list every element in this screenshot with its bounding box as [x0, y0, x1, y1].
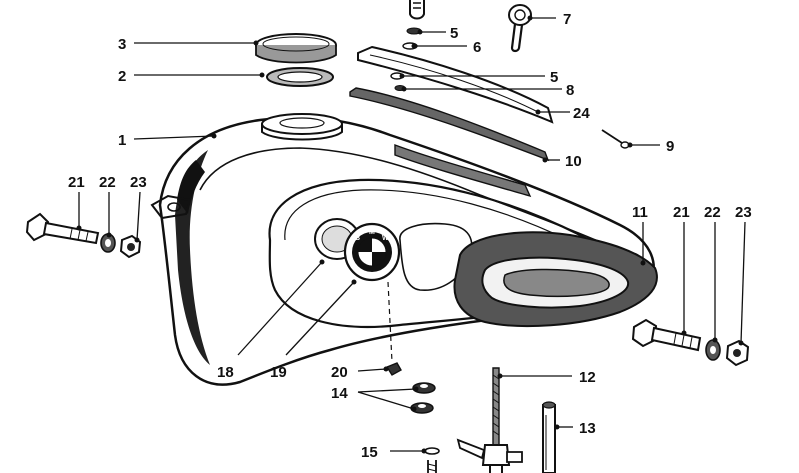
callout-labels: 3 2 1 5 6 7 5 8 24 9 10 11 21 22 23 21 2…: [68, 11, 752, 461]
rack-gasket: [349, 87, 550, 162]
filler-cap: [255, 33, 337, 64]
callout-5-lower: 5: [550, 69, 558, 86]
callout-21-right: 21: [673, 204, 690, 221]
rubber-washers: [410, 382, 436, 414]
callout-2: 2: [118, 68, 126, 85]
bolt-set-left: [25, 212, 142, 259]
callout-5-upper: 5: [450, 25, 458, 42]
cap-gasket: [266, 67, 334, 87]
fuel-hose: [542, 401, 556, 473]
top-carrier-plate: [357, 45, 554, 124]
knee-pad: [453, 231, 658, 328]
trim-strip: [394, 143, 532, 198]
callout-13: 13: [579, 420, 596, 437]
callout-18: 18: [217, 364, 234, 381]
callout-12: 12: [579, 369, 596, 386]
callout-6: 6: [473, 39, 481, 56]
callout-1: 1: [118, 132, 126, 149]
emblem-letter-w: W: [382, 235, 389, 242]
callout-8: 8: [566, 82, 574, 99]
callout-19: 19: [270, 364, 287, 381]
callout-22-left: 22: [99, 174, 116, 191]
screw-20: [385, 362, 402, 376]
emblem-letter-m: M: [369, 229, 375, 236]
callout-3: 3: [118, 36, 126, 53]
split-pin: [601, 129, 630, 149]
callout-9: 9: [666, 138, 674, 155]
leader-lines: [76, 15, 746, 454]
fuel-tap: [456, 367, 523, 473]
callout-24: 24: [573, 105, 590, 122]
bolt-set-right: [631, 318, 750, 367]
tank-emblem: B M W: [314, 218, 401, 282]
callout-21-left: 21: [68, 174, 85, 191]
callout-14: 14: [331, 385, 348, 402]
callout-7: 7: [563, 11, 571, 28]
callout-22-right: 22: [704, 204, 721, 221]
callout-23-left: 23: [130, 174, 147, 191]
callout-23-right: 23: [735, 204, 752, 221]
screw-15: [424, 447, 440, 473]
callout-20: 20: [331, 364, 348, 381]
callout-15: 15: [361, 444, 378, 461]
callout-10: 10: [565, 153, 582, 170]
callout-11: 11: [632, 204, 648, 221]
emblem-letter-b: B: [355, 235, 360, 242]
hook-bolt: [508, 4, 532, 53]
